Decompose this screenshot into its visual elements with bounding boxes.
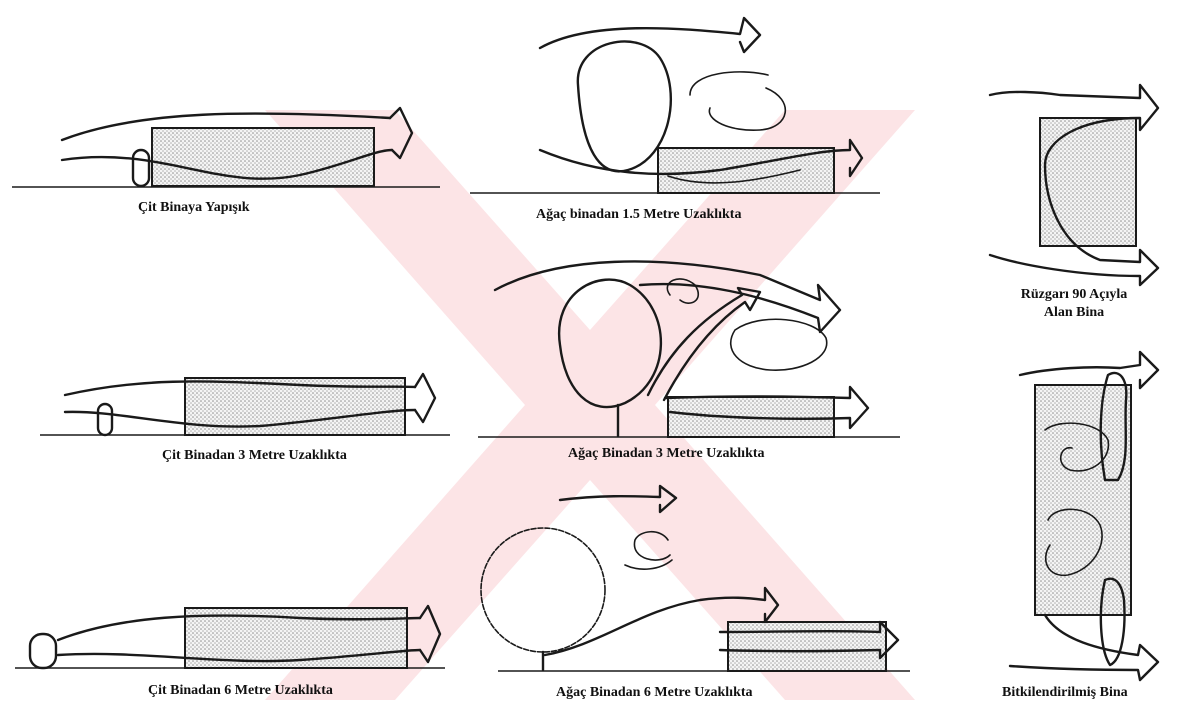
- building: [1040, 118, 1136, 246]
- tree-canopy: [578, 41, 671, 171]
- tree-canopy: [481, 528, 605, 652]
- eddy-large: [731, 319, 827, 370]
- caption-tree-3m: Ağaç Binadan 3 Metre Uzaklıkta: [568, 446, 765, 462]
- caption-vegetated-building: Bitkilendirilmiş Bina: [1002, 685, 1128, 701]
- panel-wind-90: [990, 85, 1158, 285]
- building: [152, 128, 374, 186]
- caption-fence-6m: Çit Binadan 6 Metre Uzaklıkta: [148, 683, 333, 699]
- fence: [133, 150, 149, 186]
- caption-wind-90-line2: Alan Bina: [984, 304, 1164, 322]
- caption-wind-90: Rüzgarı 90 Açıyla Alan Bina: [984, 286, 1164, 322]
- panel-fence-6m: [15, 606, 445, 668]
- building: [728, 622, 886, 671]
- panel-fence-3m: [40, 374, 450, 435]
- fence: [30, 634, 56, 668]
- panel-vegetated-building: [1010, 352, 1158, 680]
- caption-tree-6m: Ağaç Binadan 6 Metre Uzaklıkta: [556, 685, 753, 701]
- caption-fence-attached: Çit Binaya Yapışık: [138, 200, 250, 216]
- caption-fence-3m: Çit Binadan 3 Metre Uzaklıkta: [162, 448, 347, 464]
- wind-arrow-bottom: [1010, 615, 1158, 680]
- caption-wind-90-line1: Rüzgarı 90 Açıyla: [984, 286, 1164, 304]
- caption-tree-1-5m: Ağaç binadan 1.5 Metre Uzaklıkta: [536, 207, 741, 223]
- fence: [98, 404, 112, 435]
- panel-tree-1-5m: [470, 18, 880, 193]
- wind-arrow-top: [1020, 352, 1158, 388]
- arrow-head: [415, 374, 435, 422]
- eddy-upper: [690, 72, 768, 95]
